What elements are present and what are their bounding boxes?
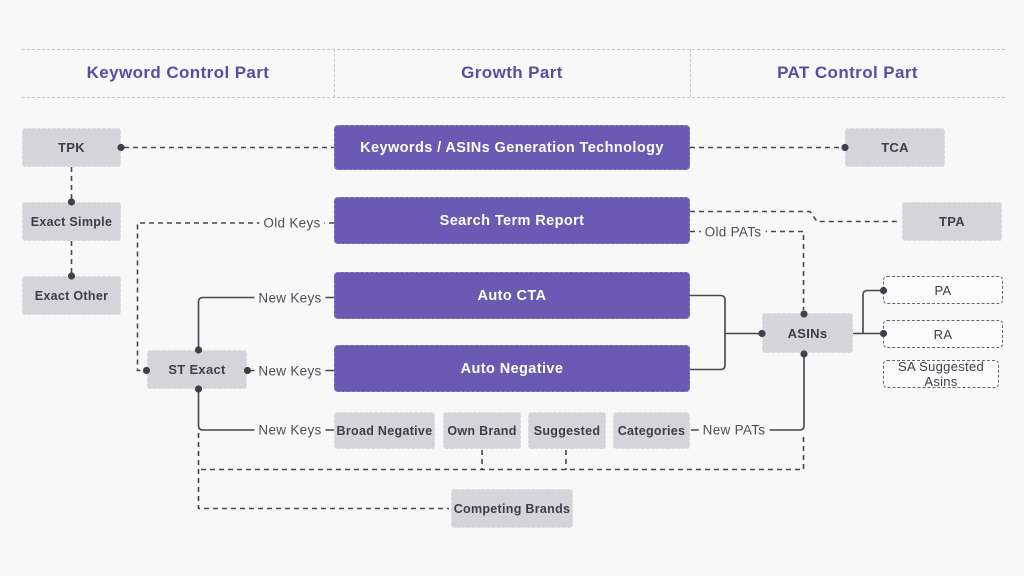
header-divider-1 <box>334 49 335 97</box>
header-top-rule <box>22 49 1005 50</box>
edge-str-asins-old-pats <box>690 230 805 310</box>
column-title-pat-control: PAT Control Part <box>777 63 918 82</box>
edge-asins-categories-new-pats <box>691 355 805 431</box>
edge-auto-negative-merge <box>690 333 726 371</box>
header-bottom-rule <box>22 97 1005 98</box>
node-search-term-report: Search Term Report <box>334 197 690 244</box>
column-title-growth: Growth Part <box>461 63 563 82</box>
header-divider-2 <box>690 49 691 97</box>
edge-auto-cta-merge <box>690 294 726 334</box>
node-tpa: TPA <box>902 202 1002 241</box>
node-suggested: Suggested <box>528 412 606 449</box>
node-exact-other: Exact Other <box>22 276 121 315</box>
node-broad-negative: Broad Negative <box>334 412 435 449</box>
edge-label-new-keys-mid: New Keys <box>254 363 326 379</box>
node-tpk: TPK <box>22 128 121 167</box>
node-sa-suggested-asins: SA Suggested Asins <box>883 359 999 389</box>
edge-label-old-pats: Old PATs <box>700 224 766 240</box>
node-ra: RA <box>883 320 1003 348</box>
node-asins: ASINs <box>762 313 853 353</box>
node-competing-brands: Competing Brands <box>451 489 573 528</box>
node-auto-negative: Auto Negative <box>334 345 690 392</box>
edge-label-new-keys-bottom: New Keys <box>254 422 326 438</box>
edge-label-new-pats: New PATs <box>698 422 770 438</box>
edge-asins-pa <box>862 289 881 334</box>
node-keywords-asins-generation: Keywords / ASINs Generation Technology <box>334 125 690 170</box>
node-exact-simple: Exact Simple <box>22 202 121 241</box>
node-auto-cta: Auto CTA <box>334 272 690 319</box>
edge-label-new-keys-top: New Keys <box>254 290 326 306</box>
node-tca: TCA <box>845 128 945 167</box>
node-pa: PA <box>883 276 1003 304</box>
column-title-keyword-control: Keyword Control Part <box>86 63 270 82</box>
edge-label-old-keys: Old Keys <box>259 215 325 231</box>
node-own-brand: Own Brand <box>443 412 521 449</box>
edge-str-tpa <box>690 210 898 223</box>
node-categories: Categories <box>613 412 690 449</box>
node-st-exact: ST Exact <box>147 350 247 389</box>
